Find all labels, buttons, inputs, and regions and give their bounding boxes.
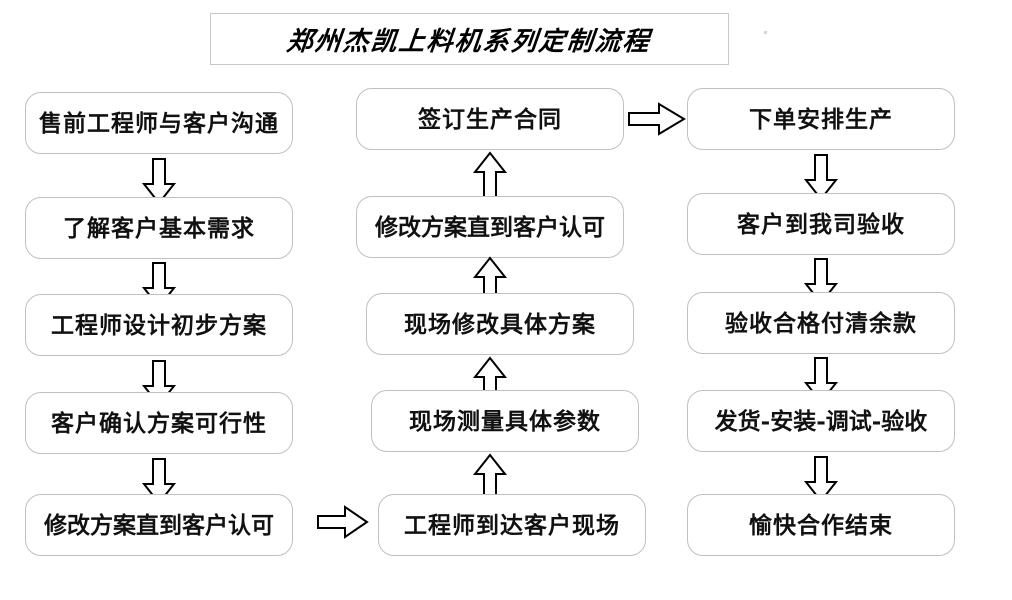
node-label: 客户到我司验收 [737,210,905,238]
node-label: 修改方案直到客户认可 [375,213,605,241]
node-label: 工程师设计初步方案 [51,311,267,339]
speck-artifact [764,31,767,34]
node-label: 了解客户基本需求 [63,214,255,242]
arrow-up-m2-m1 [472,151,508,198]
node-label: 客户确认方案可行性 [51,409,267,437]
node-l2[interactable]: 了解客户基本需求 [25,197,293,259]
arrow-right-l5-m5 [317,505,369,539]
node-l4[interactable]: 客户确认方案可行性 [25,392,293,454]
node-label: 现场测量具体参数 [409,407,601,435]
node-label: 愉快合作结束 [749,511,893,539]
node-label: 工程师到达客户现场 [404,511,620,539]
node-label: 验收合格付清余款 [725,309,917,337]
node-r5[interactable]: 愉快合作结束 [687,494,955,556]
diagram-title-box: 郑州杰凯上料机系列定制流程 [210,13,729,65]
node-l3[interactable]: 工程师设计初步方案 [25,294,293,356]
arrow-down-r1-r2 [803,154,839,201]
node-label: 修改方案直到客户认可 [44,511,274,539]
node-m2[interactable]: 修改方案直到客户认可 [356,196,624,258]
node-r1[interactable]: 下单安排生产 [687,88,955,150]
node-label: 现场修改具体方案 [404,310,596,338]
node-l1[interactable]: 售前工程师与客户沟通 [25,92,293,154]
node-label: 签订生产合同 [418,105,562,133]
node-label: 售前工程师与客户沟通 [39,109,279,137]
node-r3[interactable]: 验收合格付清余款 [687,292,955,354]
node-m1[interactable]: 签订生产合同 [356,88,624,150]
arrow-down-l1-l2 [141,158,177,205]
arrow-down-r4-r5 [803,456,839,503]
node-m4[interactable]: 现场测量具体参数 [371,390,639,452]
node-l5[interactable]: 修改方案直到客户认可 [25,494,293,556]
node-r4[interactable]: 发货-安装-调试-验收 [687,390,955,452]
node-m5[interactable]: 工程师到达客户现场 [378,494,646,556]
node-m3[interactable]: 现场修改具体方案 [366,293,634,355]
node-label: 下单安排生产 [749,105,893,133]
arrow-right-m1-r1 [628,102,686,136]
diagram-title: 郑州杰凯上料机系列定制流程 [285,26,653,57]
node-label: 发货-安装-调试-验收 [714,407,928,435]
arrow-down-l4-l5 [141,458,177,505]
node-r2[interactable]: 客户到我司验收 [687,193,955,255]
